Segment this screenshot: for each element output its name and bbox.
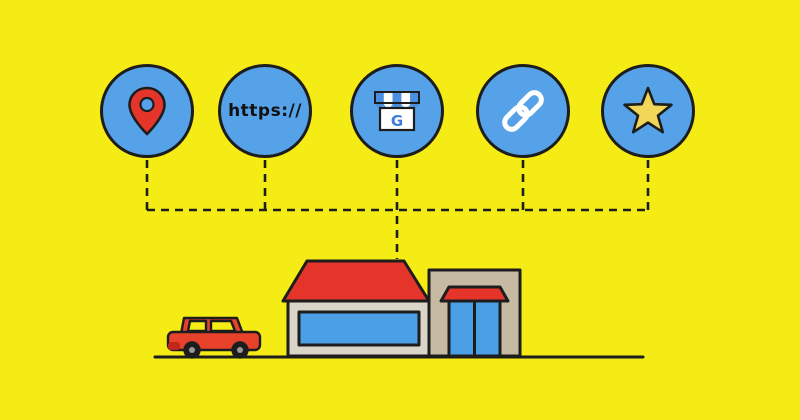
- location-pin-icon: [128, 86, 166, 136]
- building-roof: [281, 259, 431, 303]
- node-google-business: G: [350, 64, 444, 158]
- google-g-letter: G: [391, 112, 403, 130]
- car-window-front: [186, 319, 208, 333]
- star-icon: [623, 86, 673, 134]
- node-https: https://: [218, 64, 312, 158]
- car-hub-rear: [237, 347, 243, 353]
- node-link: [476, 64, 570, 158]
- car: [166, 316, 262, 359]
- door-awning: [439, 285, 510, 303]
- chain-loop-2: [516, 90, 544, 118]
- storefront-icon: G: [374, 91, 420, 132]
- car-hub-front: [189, 347, 195, 353]
- dashed-connectors: [145, 160, 650, 259]
- car-window-rear: [209, 319, 237, 333]
- node-location: [100, 64, 194, 158]
- car-bumper: [168, 342, 180, 350]
- building-window: [297, 310, 421, 347]
- https-text: https://: [228, 101, 302, 121]
- storefront-awning: [374, 91, 420, 108]
- storefront-body: [378, 106, 416, 132]
- node-star: [601, 64, 695, 158]
- chain-loop-1: [502, 104, 530, 132]
- storefront-building: [281, 259, 522, 358]
- chain-link-icon: [502, 90, 544, 132]
